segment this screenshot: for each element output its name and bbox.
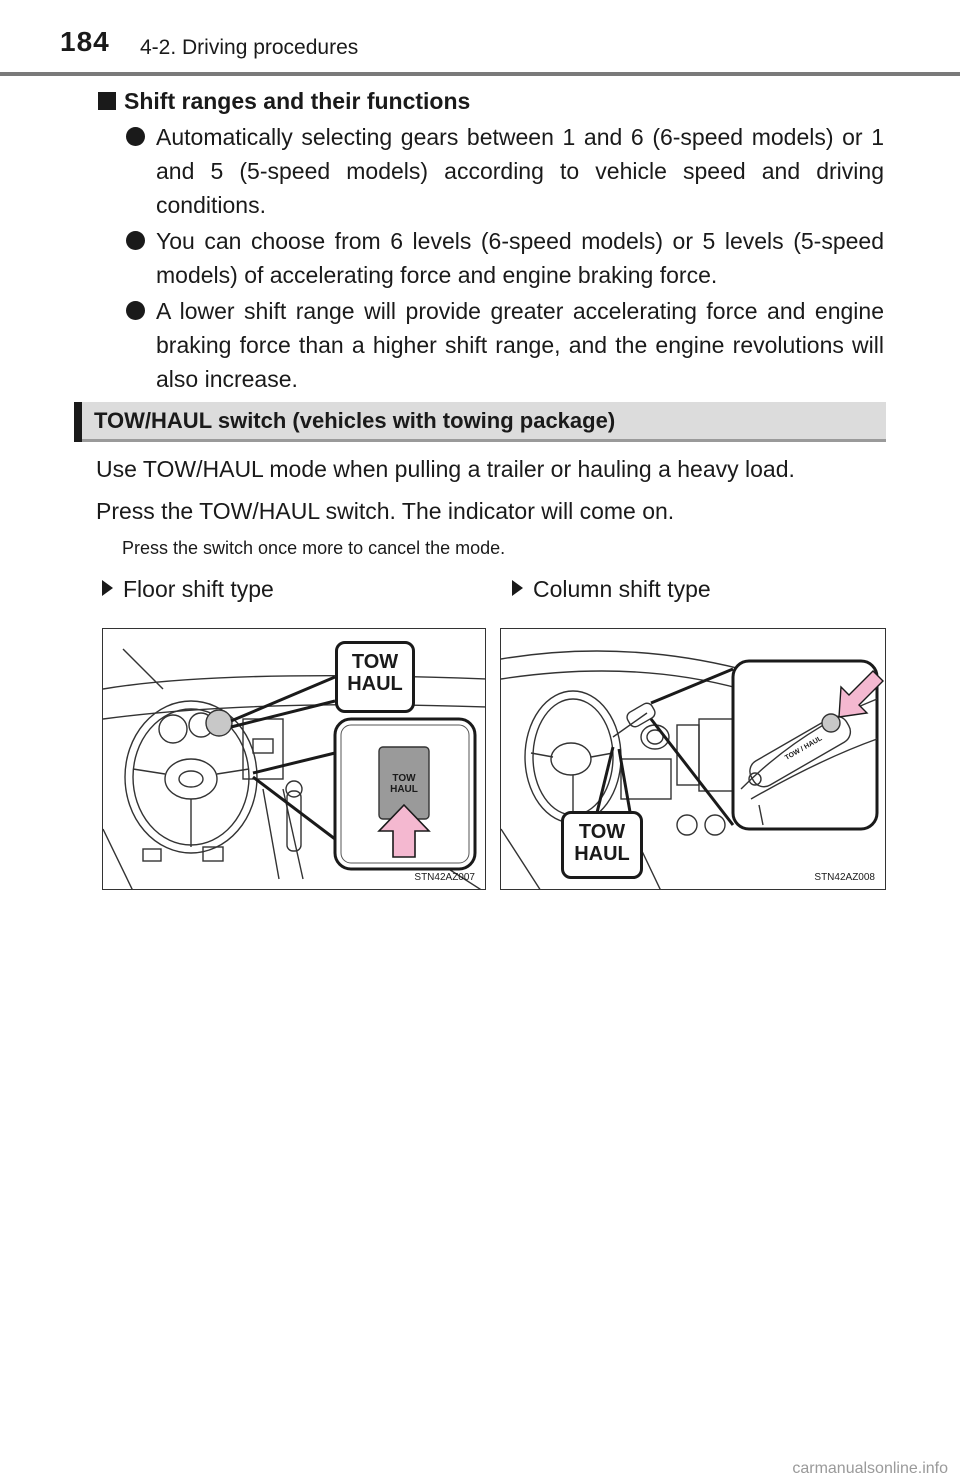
tow-haul-cancel-note: Press the switch once more to cancel the… [122,538,506,558]
page-number: 184 [60,26,110,57]
list-item-text: Automatically selecting gears between 1 … [156,124,884,218]
callout-line-2: HAUL [574,843,630,865]
column-shift-dashboard-drawing [501,650,884,889]
page-header: 184 4-2. Driving procedures [0,0,960,76]
tow-haul-switch-label: TOW HAUL [379,773,429,795]
figure-code: STN42AZ007 [414,872,475,883]
bullet-dot-icon [126,231,145,250]
bullet-dot-icon [126,301,145,320]
tow-haul-instruction-text: Press the TOW/HAUL switch. The indicator… [96,498,675,524]
list-item: You can choose from 6 levels (6-speed mo… [124,224,884,292]
header-rule [0,72,960,76]
floor-shift-dashboard-drawing [103,648,485,889]
shift-ranges-list: Automatically selecting gears between 1 … [124,120,884,398]
column-shift-label-text: Column shift type [533,576,711,602]
floor-shift-label: Floor shift type [102,576,274,603]
list-item: Automatically selecting gears between 1 … [124,120,884,222]
tow-haul-section-title: TOW/HAUL switch (vehicles with towing pa… [94,408,616,433]
list-item: A lower shift range will provide greater… [124,294,884,396]
tow-haul-callout: TOW HAUL [335,641,415,713]
figure-code: STN42AZ008 [814,872,875,883]
list-item-text: A lower shift range will provide greater… [156,298,884,392]
floor-shift-label-text: Floor shift type [123,576,274,602]
column-shift-label: Column shift type [512,576,711,603]
floor-shift-illustration: TOW HAUL TOW HAUL STN42AZ007 [102,628,486,890]
shift-ranges-heading: Shift ranges and their functions [98,88,470,115]
switch-label-line-2: HAUL [390,784,418,795]
shift-ranges-heading-text: Shift ranges and their functions [124,88,471,114]
callout-line-1: TOW [351,651,399,673]
triangle-bullet-icon [512,580,523,596]
tow-haul-usage-text: Use TOW/HAUL mode when pulling a trailer… [96,456,795,482]
tow-haul-callout: TOW HAUL [561,811,643,879]
square-bullet-icon [98,92,116,110]
triangle-bullet-icon [102,580,113,596]
watermark: carmanualsonline.info [792,1460,948,1477]
section-title: 4-2. Driving procedures [140,36,359,59]
tow-haul-section-bar: TOW/HAUL switch (vehicles with towing pa… [74,402,886,442]
callout-line-2: HAUL [347,673,403,695]
bullet-dot-icon [126,127,145,146]
callout-line-1: TOW [578,821,626,843]
section-bar-accent [74,402,82,442]
column-shift-illustration: TOW / HAUL TOW HAUL STN42AZ008 [500,628,886,890]
list-item-text: You can choose from 6 levels (6-speed mo… [156,228,884,288]
switch-label-line-1: TOW [392,773,416,784]
